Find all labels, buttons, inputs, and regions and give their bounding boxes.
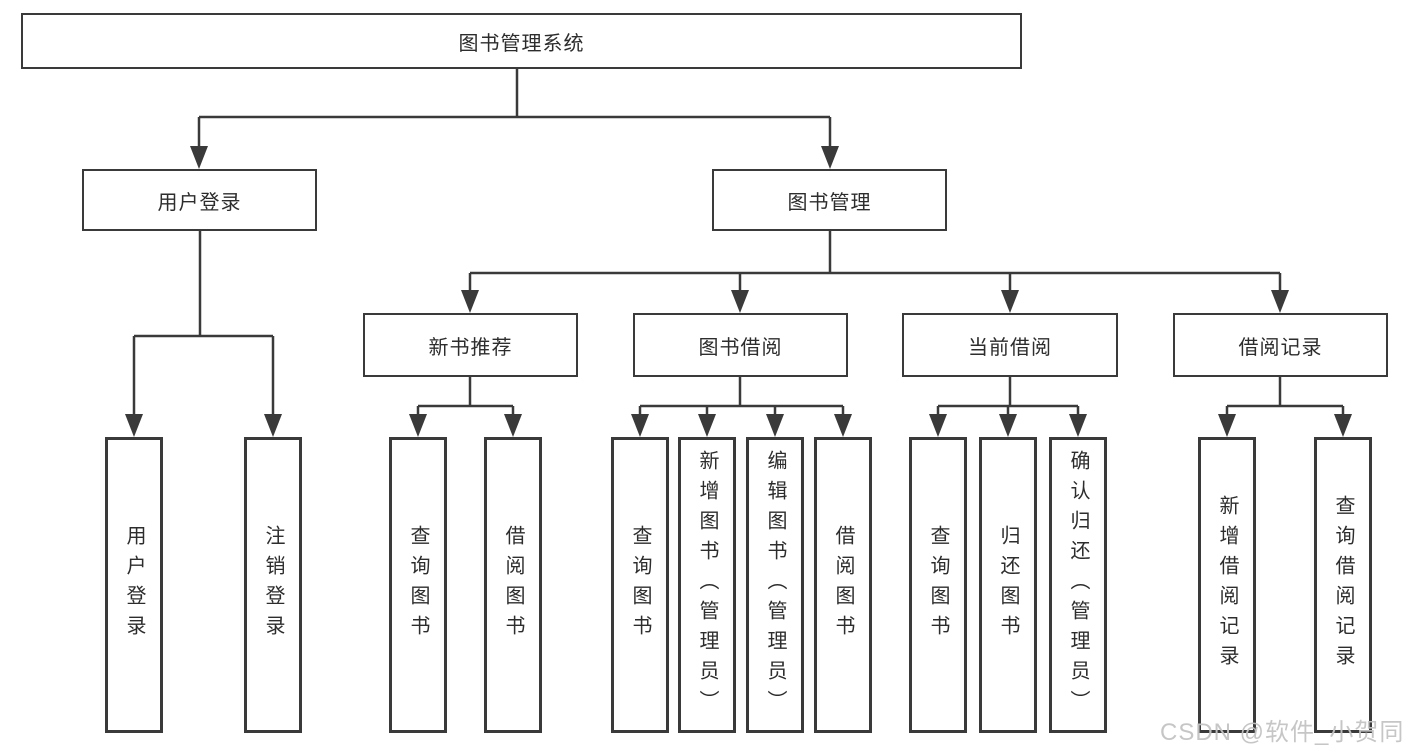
leaf-recommend-query-books-label: 查询图书 [407, 525, 429, 645]
node-borrowing-records: 借阅记录 [1173, 313, 1388, 377]
node-book-borrowing-label: 图书借阅 [698, 336, 783, 359]
leaf-borrowing-edit-books-label: 编辑图书（管理员） [764, 450, 786, 720]
leaf-borrowing-query-books: 查询图书 [611, 437, 669, 733]
node-current-borrowing: 当前借阅 [902, 313, 1118, 377]
leaf-recommend-borrow-books: 借阅图书 [484, 437, 542, 733]
node-user-login: 用户登录 [82, 169, 317, 231]
leaf-records-query-record: 查询借阅记录 [1314, 437, 1372, 733]
leaf-current-return-books: 归还图书 [979, 437, 1037, 733]
node-book-borrowing: 图书借阅 [633, 313, 848, 377]
leaf-current-query-books: 查询图书 [909, 437, 967, 733]
node-current-borrowing-label: 当前借阅 [968, 336, 1052, 359]
leaf-borrowing-borrow-books-label: 借阅图书 [832, 525, 854, 645]
node-book-management-label: 图书管理 [787, 191, 872, 214]
node-new-book-recommend-label: 新书推荐 [428, 336, 513, 359]
leaf-records-add-record: 新增借阅记录 [1198, 437, 1256, 733]
node-borrowing-records-label: 借阅记录 [1238, 336, 1323, 359]
leaf-current-confirm-return: 确认归还（管理员） [1049, 437, 1107, 733]
leaf-current-query-books-label: 查询图书 [927, 525, 949, 645]
leaf-current-confirm-return-label: 确认归还（管理员） [1067, 450, 1089, 720]
node-root-system-label: 图书管理系统 [458, 32, 585, 55]
leaf-records-query-record-label: 查询借阅记录 [1332, 495, 1354, 675]
leaf-borrowing-borrow-books: 借阅图书 [814, 437, 872, 733]
leaf-borrowing-edit-books: 编辑图书（管理员） [746, 437, 804, 733]
csdn-watermark: CSDN @软件_小贺同学 [1160, 719, 1405, 746]
node-book-management: 图书管理 [712, 169, 947, 231]
leaf-borrowing-add-books-label: 新增图书（管理员） [696, 450, 718, 720]
leaf-logout: 注销登录 [244, 437, 302, 733]
leaf-user-login: 用户登录 [105, 437, 163, 733]
node-new-book-recommend: 新书推荐 [363, 313, 578, 377]
node-user-login-label: 用户登录 [157, 191, 242, 214]
leaf-user-login-label: 用户登录 [123, 525, 145, 645]
node-root-system: 图书管理系统 [21, 13, 1022, 69]
leaf-records-add-record-label: 新增借阅记录 [1216, 495, 1238, 675]
leaf-current-return-books-label: 归还图书 [997, 525, 1019, 645]
leaf-logout-label: 注销登录 [262, 525, 284, 645]
leaf-borrowing-query-books-label: 查询图书 [629, 525, 651, 645]
leaf-recommend-borrow-books-label: 借阅图书 [502, 525, 524, 645]
leaf-recommend-query-books: 查询图书 [389, 437, 447, 733]
arrowheads [125, 146, 1352, 437]
leaf-borrowing-add-books: 新增图书（管理员） [678, 437, 736, 733]
